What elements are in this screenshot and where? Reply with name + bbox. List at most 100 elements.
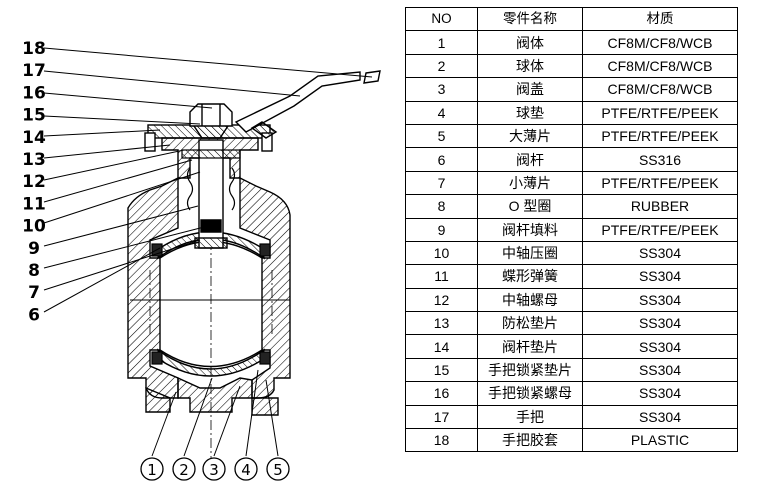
material-cell: SS304: [582, 334, 738, 359]
material-cell: SS304: [582, 240, 738, 266]
part-no-cell: 10: [405, 240, 478, 266]
callout-circle: [140, 457, 164, 481]
part-no-cell: 16: [405, 381, 478, 406]
part-name-cell: 小薄片: [477, 170, 583, 196]
material-cell: SS304: [582, 311, 738, 336]
material-cell: CF8M/CF8/WCB: [582, 53, 738, 79]
part-no-cell: 11: [405, 264, 478, 289]
callout-label: 13: [22, 150, 46, 170]
callout-label: 8: [28, 261, 40, 281]
callout-label: 16: [22, 83, 46, 103]
part-name-cell: 防松垫片: [477, 311, 583, 336]
part-name-cell: 阀杆垫片: [477, 334, 583, 359]
part-name-cell: 中轴压圈: [477, 240, 583, 266]
callout-label: 15: [22, 106, 46, 126]
material-cell: PTFE/RTFE/PEEK: [582, 217, 738, 242]
part-no-cell: 8: [405, 194, 478, 219]
material-cell: PTFE/RTFE/PEEK: [582, 123, 738, 149]
header-material: 材质: [582, 6, 738, 32]
callout-leaders: [43, 47, 373, 457]
part-name-cell: O 型圈: [477, 194, 583, 219]
callout-label: 6: [28, 305, 40, 325]
callout-label: 17: [22, 61, 46, 81]
material-cell: PTFE/RTFE/PEEK: [582, 100, 738, 125]
part-no-cell: 3: [405, 77, 478, 102]
part-no-cell: 6: [405, 147, 478, 172]
part-name-cell: 手把: [477, 404, 583, 430]
callout-circle: [202, 457, 226, 481]
part-name-cell: 蝶形弹簧: [477, 264, 583, 289]
stem-spring-packing: [181, 149, 241, 211]
header-no: NO: [405, 6, 478, 32]
header-part-name: 零件名称: [477, 6, 583, 32]
part-name-cell: 手把锁紧垫片: [477, 357, 583, 383]
part-no-cell: 9: [405, 217, 478, 242]
part-name-cell: 手把锁紧螺母: [477, 381, 583, 406]
callout-circle: [172, 457, 196, 481]
material-cell: SS304: [582, 287, 738, 313]
callout-circle: [266, 457, 290, 481]
table-header-row: NO 零件名称 材质: [405, 6, 738, 32]
part-name-cell: 阀杆: [477, 147, 583, 172]
part-no-cell: 7: [405, 170, 478, 196]
gland-nut: [189, 103, 233, 139]
material-cell: CF8M/CF8/WCB: [582, 77, 738, 102]
part-name-cell: 中轴螺母: [477, 287, 583, 313]
callout-label: 14: [22, 128, 46, 148]
material-cell: SS304: [582, 381, 738, 406]
valve-body: [127, 176, 291, 416]
callout-label: 12: [22, 172, 46, 192]
callout-number: 1: [147, 461, 157, 479]
part-no-cell: 17: [405, 404, 478, 430]
callout-number: 5: [273, 461, 283, 479]
part-no-cell: 13: [405, 311, 478, 336]
part-no-cell: 5: [405, 123, 478, 149]
part-no-cell: 2: [405, 53, 478, 79]
callout-label: 18: [22, 39, 46, 59]
handle-lever: [234, 70, 381, 139]
callout-number: 2: [179, 461, 189, 479]
part-name-cell: 阀杆填料: [477, 217, 583, 242]
part-name-cell: 阀体: [477, 30, 583, 55]
part-no-cell: 12: [405, 287, 478, 313]
material-cell: SS304: [582, 357, 738, 383]
part-name-cell: 大薄片: [477, 123, 583, 149]
material-cell: PLASTIC: [582, 428, 738, 453]
callout-label: 9: [28, 239, 40, 259]
material-cell: RUBBER: [582, 194, 738, 219]
material-cell: PTFE/RTFE/PEEK: [582, 170, 738, 196]
material-cell: SS316: [582, 147, 738, 172]
callout-label: 11: [22, 194, 46, 214]
material-cell: SS304: [582, 404, 738, 430]
part-no-cell: 18: [405, 428, 478, 453]
material-cell: CF8M/CF8/WCB: [582, 30, 738, 55]
callout-number: 3: [209, 461, 219, 479]
callout-label: 10: [22, 217, 46, 237]
part-name-cell: 球垫: [477, 100, 583, 125]
part-no-cell: 14: [405, 334, 478, 359]
material-cell: SS304: [582, 264, 738, 289]
part-name-cell: 手把胶套: [477, 428, 583, 453]
part-name-cell: 球体: [477, 53, 583, 79]
part-name-cell: 阀盖: [477, 77, 583, 102]
part-no-cell: 1: [405, 30, 478, 55]
